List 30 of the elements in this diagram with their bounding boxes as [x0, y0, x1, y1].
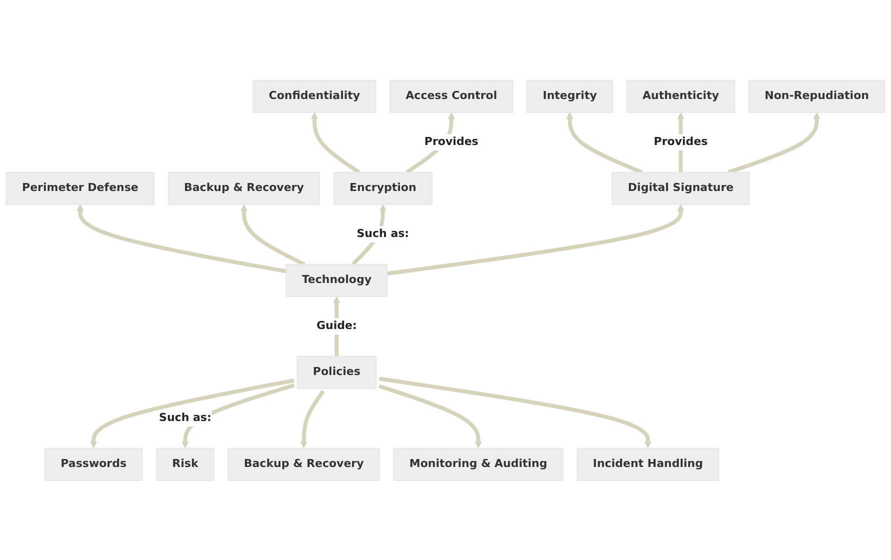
arrow: [386, 204, 684, 276]
node-box: Incident Handling: [576, 447, 720, 480]
node-box: Policies: [296, 355, 377, 388]
node-box: Technology: [286, 264, 388, 296]
arrow: [728, 112, 820, 174]
edge-label: Guide:: [316, 319, 357, 332]
arrow: [300, 390, 325, 448]
node-box: Risk: [156, 447, 214, 480]
node-box: Encryption: [333, 172, 432, 205]
arrow: [240, 204, 306, 266]
node-box: Access Control: [390, 80, 514, 113]
arrow: [378, 384, 482, 448]
node-box: Backup & Recovery: [228, 447, 380, 480]
node-box: Non-Repudiation: [748, 80, 886, 113]
edge-label: Provides: [654, 135, 708, 148]
arrow: [76, 204, 286, 273]
arrow: [310, 112, 360, 174]
edge-label: Such as:: [159, 411, 212, 424]
edge-label: Such as:: [356, 227, 410, 240]
edge-label: Provides: [424, 135, 478, 148]
arrow: [378, 376, 652, 448]
node-box: Integrity: [526, 80, 614, 113]
node-box: Backup & Recovery: [168, 172, 320, 205]
node-box: Monitoring & Auditing: [393, 447, 564, 480]
node-box: Confidentiality: [252, 80, 376, 113]
arrow: [566, 112, 643, 174]
node-box: Passwords: [44, 447, 143, 480]
node-box: Perimeter Defense: [6, 172, 154, 205]
node-box: Authenticity: [626, 80, 736, 113]
node-box: Digital Signature: [612, 172, 750, 205]
